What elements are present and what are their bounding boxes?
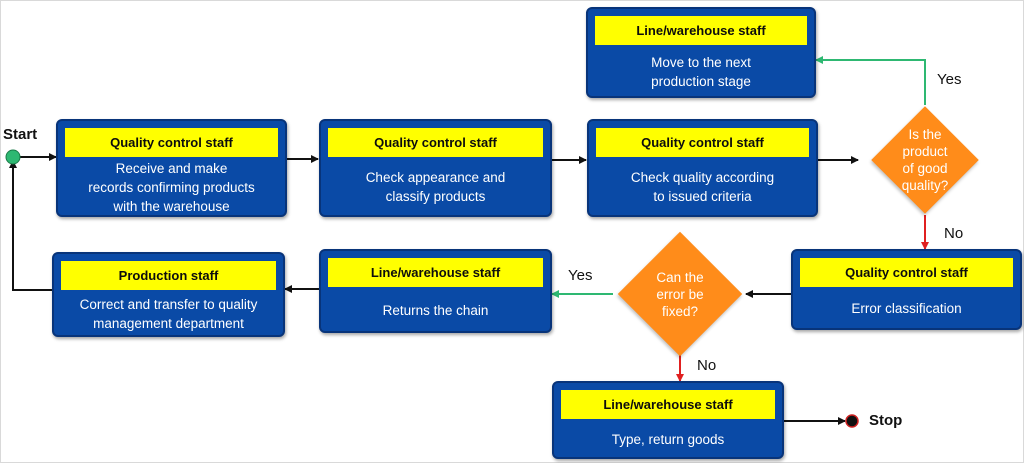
arrow-quality-yes bbox=[815, 56, 926, 105]
task-text: Receive and make records confirming prod… bbox=[88, 160, 255, 214]
start-label: Start bbox=[3, 126, 38, 143]
role-label: Quality control staff bbox=[800, 258, 1013, 287]
role-label: Quality control staff bbox=[65, 128, 278, 157]
arrow-correct-to-start bbox=[9, 160, 52, 291]
step-next-stage: Line/warehouse staff Move to the next pr… bbox=[586, 7, 816, 98]
task-text: Error classification bbox=[851, 301, 962, 316]
task-text: Correct and transfer to quality manageme… bbox=[79, 296, 258, 331]
step-check-quality: Quality control staff Check quality acco… bbox=[587, 119, 818, 217]
decision-can-fix-text: Can the error be fixed? bbox=[656, 269, 704, 319]
step-returns-chain: Line/warehouse staff Returns the chain bbox=[319, 249, 552, 333]
role-label: Quality control staff bbox=[328, 128, 543, 157]
edge-label-quality-yes: Yes bbox=[937, 71, 962, 88]
edge-label-fixable-no: No bbox=[697, 357, 717, 374]
edge-label-quality-no: No bbox=[944, 225, 964, 242]
role-label: Line/warehouse staff bbox=[595, 16, 807, 45]
decision-good-quality-text: Is the product of good quality? bbox=[901, 127, 949, 193]
task-text: Move to the next production stage bbox=[651, 54, 751, 89]
task-text: Returns the chain bbox=[382, 302, 489, 318]
step-error-classification: Quality control staff Error classificati… bbox=[791, 249, 1022, 330]
stop-node bbox=[845, 414, 859, 428]
task-text: Type, return goods bbox=[611, 431, 725, 447]
edge-label-fixable-yes: Yes bbox=[568, 267, 593, 284]
start-node bbox=[5, 149, 21, 165]
task-text: Check appearance and classify products bbox=[365, 170, 506, 204]
role-label: Line/warehouse staff bbox=[561, 390, 775, 419]
step-check-appearance: Quality control staff Check appearance a… bbox=[319, 119, 552, 217]
role-label: Production staff bbox=[61, 261, 276, 290]
task-text: Check quality according to issued criter… bbox=[630, 170, 775, 204]
role-label: Quality control staff bbox=[596, 128, 809, 157]
stop-label: Stop bbox=[869, 412, 903, 429]
role-label: Line/warehouse staff bbox=[328, 258, 543, 287]
step-receive-products: Quality control staff Receive and make r… bbox=[56, 119, 287, 217]
step-return-goods: Line/warehouse staff Type, return goods bbox=[552, 381, 784, 459]
step-correct-transfer: Production staff Correct and transfer to… bbox=[52, 252, 285, 337]
